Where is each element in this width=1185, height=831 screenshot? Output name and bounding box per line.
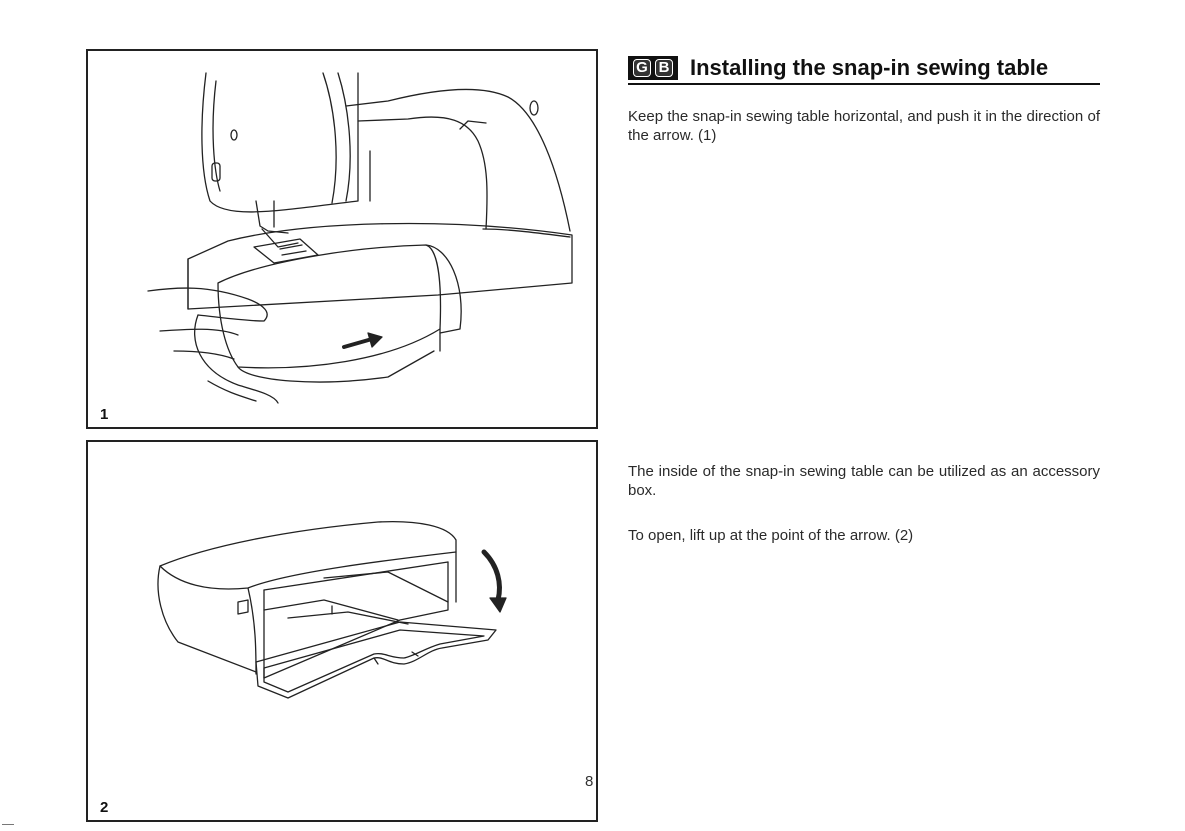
language-badge-icon: G B bbox=[628, 56, 678, 80]
instruction-paragraph-1: Keep the snap-in sewing table horizontal… bbox=[628, 107, 1100, 145]
corner-mark bbox=[2, 824, 14, 825]
section-heading: G B Installing the snap-in sewing table bbox=[628, 53, 1100, 85]
page-title: Installing the snap-in sewing table bbox=[690, 55, 1048, 81]
sewing-machine-illustration bbox=[88, 51, 596, 427]
figure-2-frame: 2 bbox=[86, 440, 598, 822]
instruction-paragraph-2: The inside of the snap-in sewing table c… bbox=[628, 462, 1100, 500]
badge-letter-g: G bbox=[633, 59, 651, 77]
badge-letter-b: B bbox=[655, 59, 673, 77]
figure-1-number: 1 bbox=[100, 406, 108, 423]
instruction-paragraph-3: To open, lift up at the point of the arr… bbox=[628, 526, 1100, 545]
figure-2-number: 2 bbox=[100, 799, 108, 816]
figure-1-frame: 1 bbox=[86, 49, 598, 429]
page-number: 8 bbox=[585, 773, 593, 790]
push-right-arrow-icon bbox=[344, 333, 382, 347]
accessory-box-illustration bbox=[88, 442, 596, 820]
curved-down-arrow-icon bbox=[484, 552, 506, 612]
